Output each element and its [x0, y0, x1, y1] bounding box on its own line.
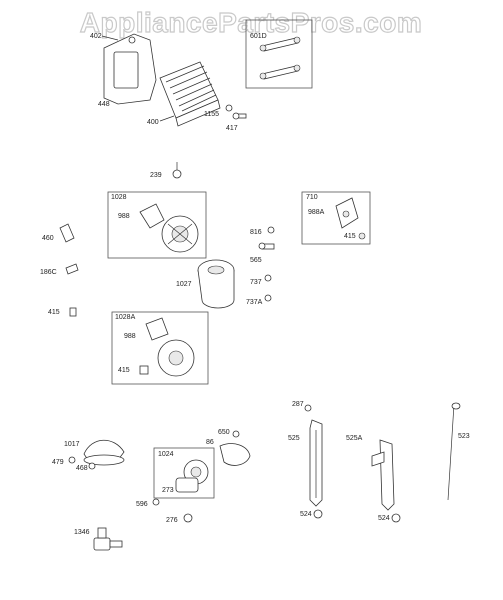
label-287: 287 [292, 401, 304, 408]
o-ring-479 [68, 456, 76, 464]
adapter-1028a-part [139, 317, 195, 377]
seal-524-b [391, 513, 401, 523]
washer-276 [183, 513, 193, 523]
label-596: 596 [136, 501, 148, 508]
adapter-1028-part [139, 203, 199, 253]
label-988-c: 988 [124, 333, 136, 340]
plug-415 [69, 307, 77, 317]
label-460: 460 [42, 235, 54, 242]
bracket-part [103, 33, 157, 105]
cover-1017 [83, 439, 125, 466]
box-1028-label: 1028 [111, 194, 127, 201]
oil-pump-1024 [175, 459, 209, 493]
label-565: 565 [250, 257, 262, 264]
label-816: 816 [250, 229, 262, 236]
label-525a: 525A [346, 435, 363, 442]
box-1024 [153, 447, 215, 499]
screw-737a [264, 294, 272, 302]
fitting-565 [258, 242, 275, 250]
gasket-988a [335, 197, 366, 240]
label-479: 479 [52, 459, 64, 466]
box-710 [301, 191, 371, 245]
label-1017: 1017 [64, 441, 80, 448]
label-415-a: 415 [344, 233, 356, 240]
box-1028a-label: 1028A [115, 314, 136, 321]
o-ring-287 [304, 404, 312, 412]
label-988a: 988A [308, 209, 325, 216]
label-650: 650 [218, 429, 230, 436]
label-417: 417 [226, 125, 238, 132]
switch-460 [59, 223, 75, 243]
label-400: 400 [147, 119, 159, 126]
clip-650 [232, 430, 240, 438]
fitting-186c [65, 263, 79, 275]
dipstick-tube-525a [371, 439, 395, 511]
label-524-b: 524 [378, 515, 390, 522]
dipstick-523 [447, 402, 461, 501]
label-601d: 601D [250, 33, 267, 40]
hose-601d [259, 36, 301, 80]
label-525: 525 [288, 435, 300, 442]
label-523: 523 [458, 433, 470, 440]
label-524-a: 524 [300, 511, 312, 518]
oil-cooler-part [159, 61, 221, 127]
bolt-417 [232, 112, 247, 120]
label-468: 468 [76, 465, 88, 472]
label-988-a: 988 [118, 213, 130, 220]
valve-1346 [93, 527, 123, 551]
box-710-label: 710 [306, 194, 318, 201]
box-1028 [107, 191, 207, 259]
oil-filter-1027 [197, 259, 235, 309]
dipstick-tube-525 [309, 419, 323, 507]
box-1028a [111, 311, 209, 385]
label-737: 737 [250, 279, 262, 286]
label-273: 273 [162, 487, 174, 494]
label-1346: 1346 [74, 529, 90, 536]
sensor-239 [172, 162, 182, 179]
screw-596 [152, 498, 160, 506]
gasket-86 [219, 443, 251, 466]
seal-524-a [313, 509, 323, 519]
label-415-c: 415 [118, 367, 130, 374]
label-239: 239 [150, 172, 162, 179]
label-737a: 737A [246, 299, 263, 306]
label-1027: 1027 [176, 281, 192, 288]
screw-1155 [225, 104, 233, 112]
box-1 [245, 19, 313, 89]
screw-737 [264, 274, 272, 282]
label-448: 448 [98, 101, 110, 108]
watermark: AppliancePartsPros.com [80, 7, 422, 38]
o-ring-468 [88, 462, 96, 470]
label-186c: 186C [40, 269, 57, 276]
label-276: 276 [166, 517, 178, 524]
label-86: 86 [206, 439, 214, 446]
fitting-816 [267, 226, 275, 234]
label-415-b: 415 [48, 309, 60, 316]
label-1155: 1155 [204, 111, 219, 118]
box-1024-label: 1024 [158, 451, 174, 458]
label-402: 402 [90, 33, 102, 40]
